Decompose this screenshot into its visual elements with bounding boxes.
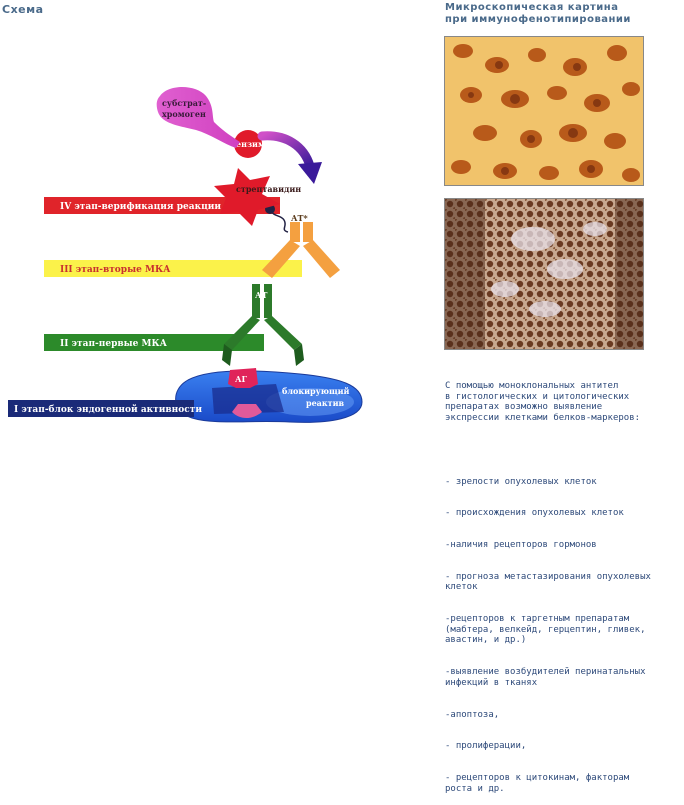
marker-list-item: -рецепторов к таргетным препаратам (мабт… (445, 614, 646, 646)
secondary-at-star-label: АТ* (291, 213, 308, 223)
photo-dense-image (445, 199, 643, 349)
marker-list-item: -апоптоза, (445, 709, 500, 720)
description-block: С помощью моноклональных антител в гисто… (445, 360, 681, 805)
microscopy-photo-dense (444, 198, 644, 350)
enzyme-circle (234, 130, 262, 158)
primary-at-label: АТ (255, 290, 268, 300)
photo-cytoplasmic-image (445, 37, 643, 185)
marker-list-item: - прогноза метастазирования опухолевых к… (445, 571, 651, 593)
enzyme-label: ензим (236, 139, 265, 149)
biotin-link (269, 208, 289, 233)
stage-2-bar (44, 334, 264, 351)
stage-3-bar (44, 260, 302, 277)
ag-label: АГ (235, 374, 248, 384)
marker-list-item: - зрелости опухолевых клеток (445, 476, 597, 487)
blob-highlight (266, 388, 354, 416)
immunostaining-scheme: IV этап-верификация реакции III этап-вто… (8, 87, 363, 423)
reaction-arrow-head (298, 162, 322, 184)
description-intro: С помощью моноклональных антител в гисто… (445, 381, 641, 423)
streptavidin-label: стрептавидин (236, 184, 301, 194)
streptavidin-shape (214, 168, 280, 226)
stage-4-bar (44, 197, 280, 214)
marker-list-item: - происхождения опухолевых клеток (445, 508, 624, 519)
stage-1-label: I этап-блок эндогенной активности (14, 404, 202, 415)
blob-dark-cavity (212, 384, 284, 414)
microscopy-title-line2: при иммунофенотипировании (445, 14, 631, 25)
primary-antibody (222, 284, 304, 366)
marker-list-item: -наличия рецепторов гормонов (445, 540, 597, 551)
substrate-label-2: хромоген (162, 109, 206, 119)
marker-list-item: - рецепторов к цитокинам, факторам роста… (445, 773, 630, 794)
marker-list-item: -выявление возбудителей перинатальных ин… (445, 667, 646, 688)
blocking-reagent-label-2: реактив (306, 398, 345, 408)
scheme-title: Схема (2, 3, 44, 16)
stage-4-label: IV этап-верификация реакции (60, 202, 221, 212)
secondary-antibody (262, 222, 340, 278)
reaction-arrow (257, 131, 315, 171)
substrate-shape (156, 87, 240, 148)
antigen-shape (228, 368, 258, 388)
microscopy-photo-cytoplasmic (444, 36, 644, 186)
stage-1-bar (8, 400, 194, 417)
microscopy-title-line1: Микроскопическая картина (445, 2, 619, 13)
stage-2-label: II этап-первые МКА (60, 339, 168, 349)
marker-list-item: - пролиферации, (445, 741, 527, 752)
antigen-base (232, 404, 262, 418)
stage-3-label: III этап-вторые МКА (60, 265, 171, 275)
blocking-reagent-label-1: блокирующий (282, 386, 350, 396)
substrate-label-1: субстрат- (162, 98, 206, 108)
microscopy-title: Микроскопическая картина при иммунофенот… (445, 2, 675, 26)
